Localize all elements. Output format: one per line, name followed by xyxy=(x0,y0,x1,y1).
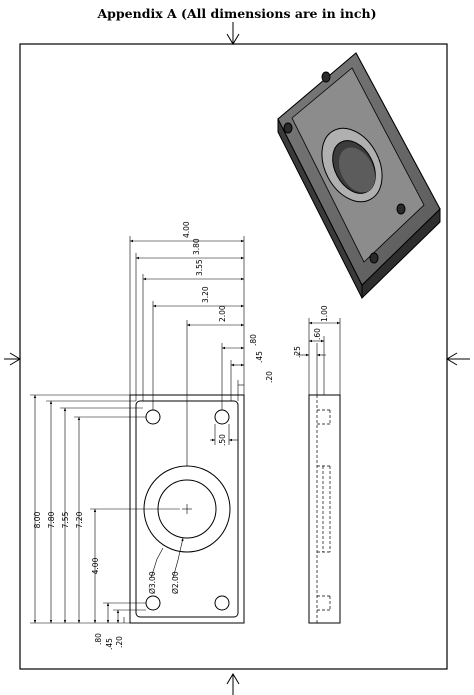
dim-top-0-20: .20 xyxy=(265,371,274,383)
side-view xyxy=(308,394,341,624)
dim-top-3-20: 3.20 xyxy=(201,286,210,303)
dim-side-0-25: .25 xyxy=(293,346,302,358)
dim-side-1-00: 1.00 xyxy=(320,305,329,322)
dim-top-0-45: .45 xyxy=(255,351,264,363)
dim-top-2-00: 2.00 xyxy=(218,305,227,322)
dim-diameter-inner: Ø2.00 xyxy=(171,571,180,594)
dimension-lines xyxy=(30,236,341,624)
dim-bottom-0-80: .80 xyxy=(94,633,103,645)
dim-left-8-00: 8.00 xyxy=(33,511,42,528)
dim-left-7-80: 7.80 xyxy=(47,511,56,528)
dim-top-3-55: 3.55 xyxy=(195,259,204,276)
dim-left-4-00: 4.00 xyxy=(91,557,100,574)
frame-center-marks xyxy=(4,22,470,695)
dim-diameter-outer: Ø3.00 xyxy=(148,571,157,594)
dim-top-3-80: 3.80 xyxy=(192,238,201,255)
dimension-labels: 4.00 3.80 3.55 3.20 2.00 .80 .45 .20 .50… xyxy=(33,221,329,650)
dim-top-0-80: .80 xyxy=(249,334,258,346)
dim-top-4-00: 4.00 xyxy=(182,221,191,238)
dim-hole-0-50: .50 xyxy=(218,434,227,446)
dim-bottom-0-20: .20 xyxy=(115,636,124,648)
isometric-view xyxy=(277,52,441,300)
dim-left-7-20: 7.20 xyxy=(75,511,84,528)
dim-bottom-0-45: .45 xyxy=(105,638,114,650)
dim-left-7-55: 7.55 xyxy=(61,511,70,528)
dim-side-0-60: .60 xyxy=(313,328,322,340)
page-title: Appendix A (All dimensions are in inch) xyxy=(97,6,377,21)
